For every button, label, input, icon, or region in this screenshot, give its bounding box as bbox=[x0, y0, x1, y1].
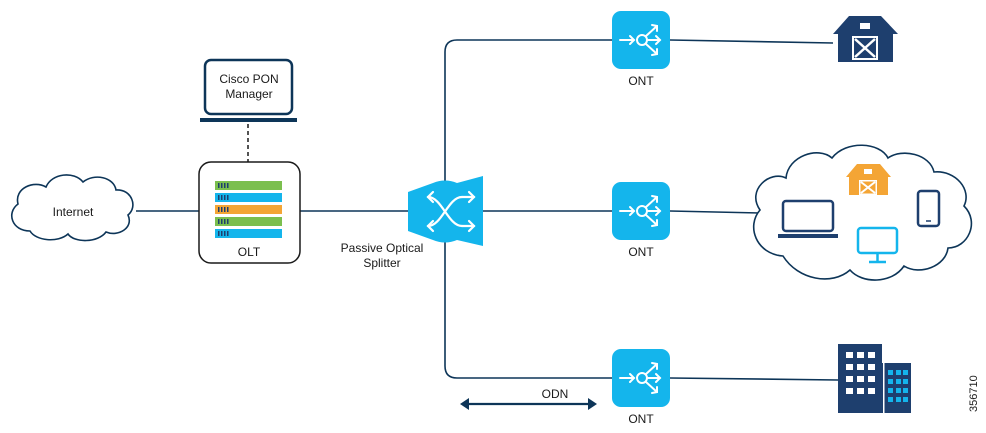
odn-arrow-right-head bbox=[588, 398, 597, 410]
odn-label: ODN bbox=[542, 387, 569, 401]
ont-icon bbox=[611, 181, 671, 241]
barn-icon bbox=[846, 164, 891, 195]
olt-node: OLT bbox=[198, 161, 301, 264]
cloud-icon bbox=[10, 174, 134, 242]
tablet-icon bbox=[916, 189, 941, 228]
splitter-node: Passive Optical Splitter bbox=[341, 176, 483, 270]
building-icon bbox=[838, 344, 911, 413]
splitter-label-line1: Passive Optical bbox=[341, 241, 424, 255]
odn-span: ODN bbox=[460, 387, 597, 410]
connection-lines bbox=[136, 39, 839, 381]
figure-id: 356710 bbox=[968, 375, 980, 412]
ont3-building-link bbox=[669, 377, 839, 381]
splitter-ont1-link bbox=[444, 39, 612, 186]
ont2-cloud-link bbox=[669, 210, 761, 214]
laptop-icon bbox=[778, 199, 838, 238]
ont-label-3: ONT bbox=[628, 412, 654, 426]
ont-icon bbox=[611, 10, 671, 70]
olt-label: OLT bbox=[238, 245, 261, 259]
ont-node-3: ONT bbox=[611, 348, 671, 426]
ont-icon bbox=[611, 348, 671, 408]
internet-node: Internet bbox=[10, 174, 134, 242]
ont-node-1: ONT bbox=[611, 10, 671, 88]
splitter-ont3-link bbox=[444, 236, 612, 379]
home-network-cloud bbox=[752, 144, 973, 281]
cloud-icon bbox=[752, 144, 973, 281]
barn-icon bbox=[833, 16, 898, 62]
odn-arrow-left-head bbox=[460, 398, 469, 410]
splitter-label-line2: Splitter bbox=[363, 256, 400, 270]
splitter-icon bbox=[408, 176, 483, 246]
laptop-icon bbox=[200, 58, 297, 122]
olt-rack-icon bbox=[215, 181, 282, 238]
pon-manager-node: Cisco PON Manager bbox=[200, 58, 297, 122]
monitor-icon bbox=[856, 226, 899, 264]
ont1-barn-link bbox=[669, 39, 834, 44]
ont-label-1: ONT bbox=[628, 74, 654, 88]
ont-node-2: ONT bbox=[611, 181, 671, 259]
pon-manager-label-line1: Cisco PON bbox=[219, 72, 278, 86]
pon-manager-label-line2: Manager bbox=[225, 87, 272, 101]
ont-label-2: ONT bbox=[628, 245, 654, 259]
internet-label: Internet bbox=[53, 205, 94, 219]
